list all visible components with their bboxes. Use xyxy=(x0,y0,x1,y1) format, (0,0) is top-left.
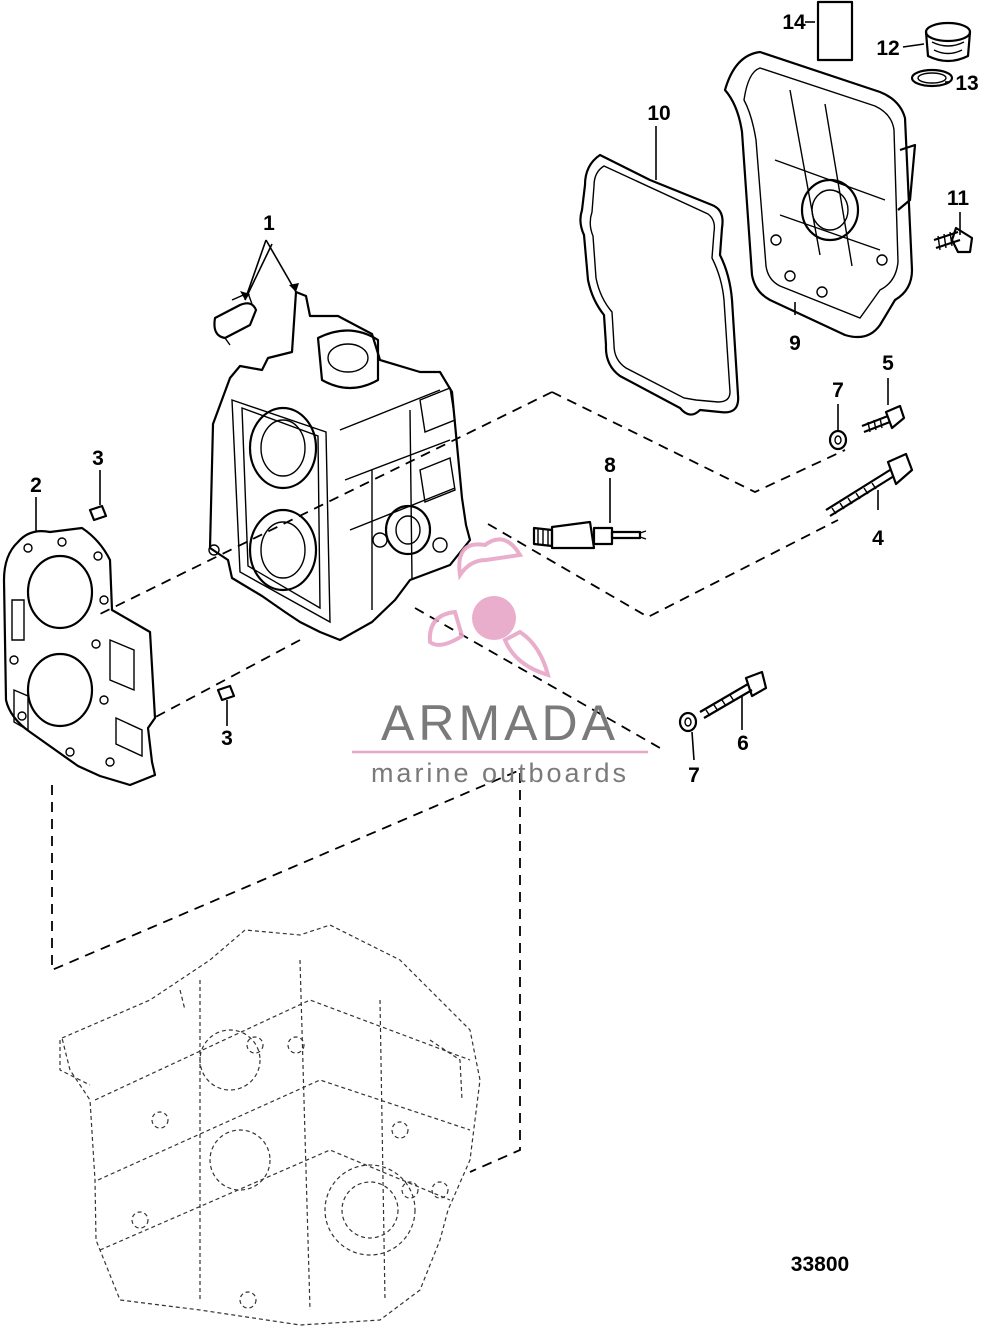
callout-9: 9 xyxy=(789,332,801,355)
callout-13: 13 xyxy=(955,72,978,95)
watermark-brand: ARMADA xyxy=(381,695,619,751)
callout-12: 12 xyxy=(876,37,899,60)
callout-14: 14 xyxy=(782,11,806,34)
long-bolt-part xyxy=(825,452,914,517)
cover-gasket-part xyxy=(579,153,740,416)
callout-1: 1 xyxy=(263,212,275,235)
spark-plug-part xyxy=(532,520,647,550)
washer-upper xyxy=(828,429,848,451)
callout-4: 4 xyxy=(872,527,884,550)
callout-10: 10 xyxy=(647,102,670,125)
o-ring-part xyxy=(910,68,954,88)
callout-5: 5 xyxy=(882,352,894,375)
dowel-pin-lower xyxy=(216,684,236,702)
assembly-guide-lines xyxy=(51,391,846,1173)
callout-labels: 14 12 13 10 11 1 9 5 7 3 8 2 4 3 6 7 338… xyxy=(30,11,979,1276)
callout-6: 6 xyxy=(737,732,749,755)
head-cover-part xyxy=(723,50,917,339)
figure-number: 33800 xyxy=(791,1253,849,1276)
watermark-tagline: marine outboards xyxy=(371,758,629,788)
callout-8: 8 xyxy=(604,454,616,477)
callout-2: 2 xyxy=(30,474,42,497)
leader-lines xyxy=(35,21,961,761)
callout-3-lower: 3 xyxy=(221,727,233,750)
cover-bolt-part xyxy=(933,226,974,254)
armada-watermark: ARMADA marine outboards xyxy=(352,537,648,788)
callout-11: 11 xyxy=(947,187,970,210)
dowel-pin-upper xyxy=(88,504,108,522)
short-bolt-part xyxy=(861,404,906,434)
medium-bolt-part xyxy=(699,670,768,719)
callout-3-upper: 3 xyxy=(92,447,104,470)
decal-part xyxy=(816,0,854,62)
engine-block-reference xyxy=(59,924,481,1326)
cylinder-head-part xyxy=(208,290,472,642)
head-gasket-part xyxy=(2,526,157,787)
fill-cap-part xyxy=(924,21,972,63)
arrow-head-head xyxy=(289,283,299,292)
callout-7-lower: 7 xyxy=(688,764,700,787)
propeller-logo xyxy=(427,537,551,678)
callout-7-upper: 7 xyxy=(832,379,844,402)
washer-lower xyxy=(678,711,698,733)
arrow-head-fitting xyxy=(240,291,250,300)
